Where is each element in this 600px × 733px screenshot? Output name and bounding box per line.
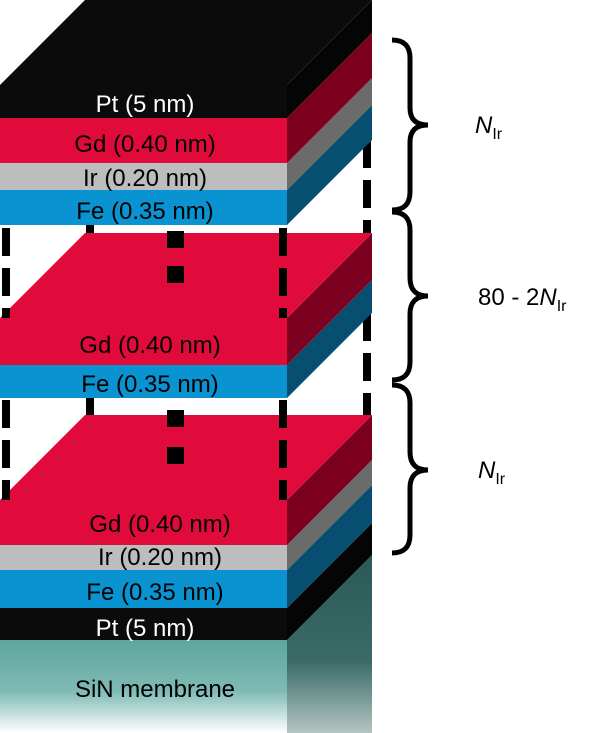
brace-middle <box>391 209 429 383</box>
label-ir-bottom: Ir (0.20 nm) <box>98 544 222 571</box>
top-stack <box>0 0 372 225</box>
gd-middle-layer <box>0 318 287 365</box>
braces <box>391 37 429 556</box>
label-ir-top: Ir (0.20 nm) <box>83 165 207 192</box>
continuation-dot <box>167 231 184 248</box>
ir-bottom-layer <box>0 545 287 570</box>
continuation-dot <box>167 266 184 283</box>
dashed-guides-front-top <box>2 228 287 318</box>
label-sin-membrane: SiN membrane <box>75 676 235 703</box>
label-fe-bottom: Fe (0.35 nm) <box>86 579 223 606</box>
brace-label-top: NIr <box>475 112 503 143</box>
gd-bottom-layer <box>0 500 287 545</box>
label-gd-middle: Gd (0.40 nm) <box>79 332 220 359</box>
pt-top-layer <box>0 85 287 118</box>
label-fe-middle: Fe (0.35 nm) <box>81 371 218 398</box>
bottom-stack <box>0 415 372 733</box>
label-pt-top: Pt (5 nm) <box>96 91 195 118</box>
sin-membrane-layer <box>0 640 287 733</box>
brace-bottom <box>391 382 429 556</box>
pt-bottom-layer <box>0 608 287 640</box>
brace-top <box>391 37 429 213</box>
dashed-guides-front-bottom <box>2 400 287 500</box>
label-pt-bottom: Pt (5 nm) <box>96 615 195 642</box>
continuation-dot <box>167 410 184 427</box>
gd-top-layer <box>0 118 287 163</box>
brace-label-middle: 80 - 2NIr <box>478 284 567 315</box>
ir-top-layer <box>0 163 287 190</box>
brace-label-bottom: NIr <box>478 457 506 488</box>
label-gd-bottom: Gd (0.40 nm) <box>89 511 230 538</box>
fe-bottom-layer <box>0 570 287 608</box>
label-fe-top: Fe (0.35 nm) <box>76 198 213 225</box>
label-gd-top: Gd (0.40 nm) <box>74 131 215 158</box>
fe-top-layer <box>0 190 287 225</box>
fe-middle-layer <box>0 365 287 398</box>
dashed-guides <box>86 140 371 415</box>
continuation-dot <box>167 447 184 464</box>
